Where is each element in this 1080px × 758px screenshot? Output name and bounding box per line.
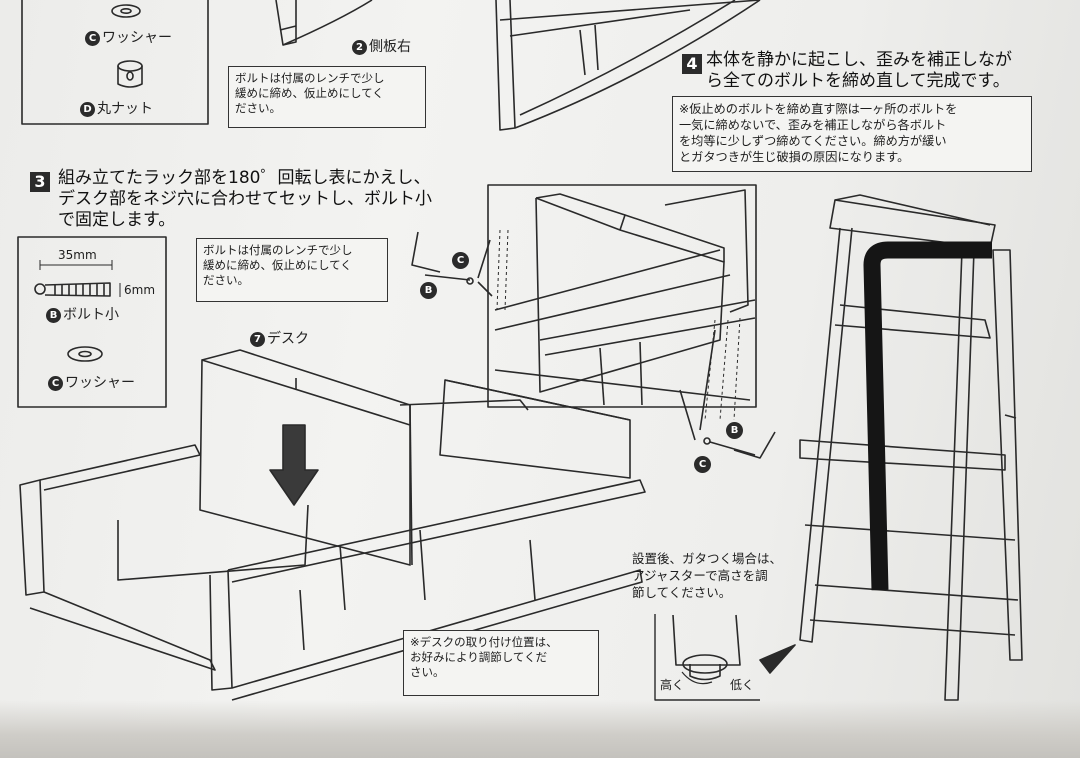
top-frame-sketch — [275, 0, 761, 131]
washer-icon — [111, 4, 141, 18]
letter-b-icon: B — [46, 307, 61, 323]
callout-c-icon: C — [694, 456, 711, 473]
bolt-length-label: 35mm — [58, 248, 97, 262]
table-surface — [0, 700, 1080, 758]
letter-c-icon: C — [85, 30, 100, 46]
round-nut-icon — [117, 60, 143, 88]
step-3-badge: 3 — [30, 172, 50, 192]
step-4-note: ※仮止めのボルトを締め直す際は一ヶ所のボルトを 一気に締めないで、歪みを補正しな… — [672, 96, 1032, 172]
parts-box-mid — [17, 236, 167, 408]
callout-b-icon: B — [420, 282, 437, 299]
bolt-callout-left — [411, 231, 493, 297]
small-bolt-icon — [34, 260, 121, 297]
letter-c-icon: C — [48, 375, 63, 391]
zoom-detail — [494, 189, 756, 406]
adjuster-high-label: 高く — [660, 678, 685, 692]
bolt-callout-right — [679, 329, 776, 459]
finished-desk-sketch — [799, 194, 1023, 701]
desk-position-note: ※デスクの取り付け位置は、 お好みにより調節してくだ さい。 — [403, 630, 599, 696]
step-4-text: 本体を静かに起こし、歪みを補正しなが ら全てのボルトを締め直して完成です。 — [706, 50, 1012, 91]
note-top: ボルトは付属のレンチで少し 緩めに締め、仮止めにしてく ださい。 — [228, 66, 426, 128]
callout-c-icon: C — [452, 252, 469, 269]
step-4-badge: 4 — [682, 54, 702, 74]
hex-wrench-icon — [863, 241, 992, 591]
note-mid: ボルトは付属のレンチで少し 緩めに締め、仮止めにしてく ださい。 — [196, 238, 388, 302]
down-arrow-icon — [269, 424, 319, 506]
step-3-text: 組み立てたラック部を180゜回転し表にかえし、 デスク部をネジ穴に合わせてセット… — [58, 168, 432, 230]
zoom-box-outline — [487, 184, 757, 408]
adjuster-low-label: 低く — [730, 678, 755, 692]
callout-b-icon: B — [726, 422, 743, 439]
letter-d-icon: D — [80, 101, 95, 117]
washer-mid-icon — [67, 346, 103, 362]
parts-box-outline — [21, 0, 209, 125]
bolt-diameter-label: 6mm — [124, 283, 156, 297]
adjuster-note: 設置後、ガタつく場合は、 アジャスターで高さを調 節してください。 — [632, 551, 783, 600]
